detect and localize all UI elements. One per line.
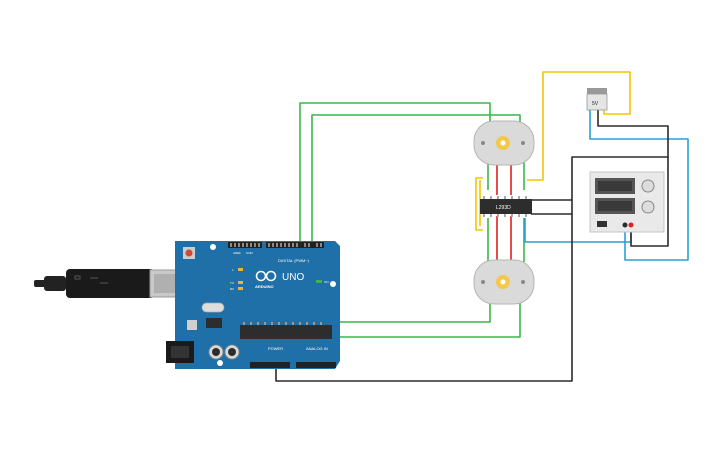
wire-green-d9-motor1-a[interactable] (299, 102, 491, 246)
voltage-regulator-icon[interactable]: 5V (586, 88, 608, 111)
gnd-label: GND (246, 251, 254, 255)
wire-yellow-regulator[interactable] (527, 71, 631, 181)
driver-chip-label: L293D (496, 205, 511, 211)
wire-green-motor2-b[interactable] (290, 297, 491, 323)
board-brand: ARDUINO (255, 284, 274, 289)
wire-blue-regulator-supply[interactable] (589, 110, 689, 261)
tx-led-label: TX (230, 281, 234, 285)
arduino-logo-icon (255, 270, 277, 282)
arduino-uno-board[interactable]: AREF GND DIGITAL (PWM~) L TX RX ON UNO A… (166, 241, 340, 369)
power-supply-icon[interactable] (589, 171, 665, 233)
current-knob[interactable] (641, 200, 655, 214)
wire-yellow-left-loop[interactable] (475, 177, 483, 231)
on-led-label: ON (324, 280, 329, 284)
voltage-knob[interactable] (641, 179, 655, 193)
driver-chip[interactable]: L293D (480, 196, 532, 217)
wire-black-regulator-supply[interactable] (597, 110, 669, 247)
rx-led-label: RX (230, 287, 234, 291)
l-led-label: L (232, 268, 234, 272)
regulator-label: 5V (592, 101, 599, 107)
power-label: POWER (268, 346, 283, 351)
wire-black-gnd-arduino[interactable] (275, 214, 573, 382)
board-model: UNO (282, 272, 304, 283)
digital-label: DIGITAL (PWM~) (278, 258, 310, 263)
analog-label: ANALOG IN (306, 346, 328, 351)
motor-icon[interactable] (473, 259, 535, 305)
atmega-chip (240, 325, 332, 339)
motor-icon[interactable] (473, 120, 535, 166)
power-switch[interactable] (597, 221, 607, 227)
wire-black-chip-gnd-2[interactable] (531, 200, 573, 215)
usb-cable-icon[interactable] (34, 269, 181, 298)
wire-black-chip-gnd[interactable] (531, 156, 668, 201)
aref-label: AREF (233, 251, 241, 255)
